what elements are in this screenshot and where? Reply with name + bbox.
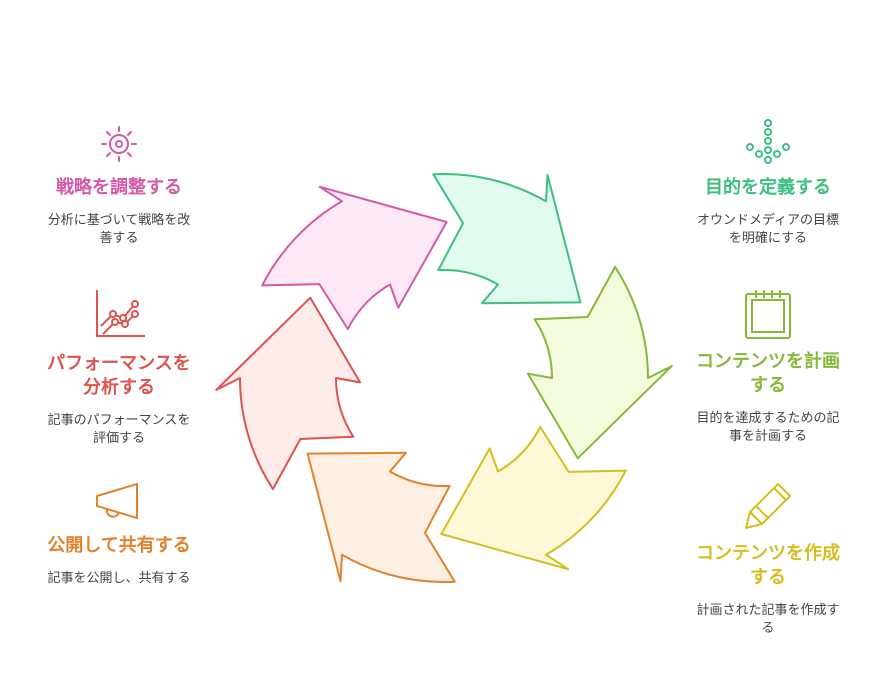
step-title: コンテンツを計画する: [696, 351, 840, 396]
step-adjust-strategy: 戦略を調整する 分析に基づいて戦略を改善する: [44, 118, 194, 248]
step-title: パフォーマンスを分析する: [47, 353, 191, 398]
step-description: オウンドメディアの目標を明確にする: [696, 213, 840, 246]
cycle-arrow-create: [440, 426, 627, 571]
step-description: 目的を達成するための記事を計画する: [696, 411, 840, 444]
step-description: 記事のパフォーマンスを評価する: [47, 413, 191, 446]
step-plan-content: コンテンツを計画する 目的を達成するための記事を計画する: [693, 288, 843, 446]
step-title: コンテンツを作成する: [696, 543, 840, 588]
gear-icon: [101, 126, 137, 162]
step-title: 戦略を調整する: [56, 177, 182, 198]
cycle-arrow-publish: [306, 451, 456, 583]
cycle-arrow-adjust: [261, 185, 448, 330]
pencil-icon: [745, 483, 791, 529]
step-define-goals: 目的を定義する オウンドメディアの目標を明確にする: [693, 118, 843, 248]
step-description: 分析に基づいて戦略を改善する: [47, 213, 191, 246]
step-publish-share: 公開して共有する 記事を公開し、共有する: [44, 480, 194, 588]
dot-tree-icon: [746, 119, 790, 164]
step-analyze-performance: パフォーマンスを分析する 記事のパフォーマンスを評価する: [44, 288, 194, 448]
step-title: 公開して共有する: [47, 535, 191, 556]
step-description: 計画された記事を作成する: [696, 603, 840, 636]
cycle-arrow-analyze: [215, 296, 362, 491]
step-create-content: コンテンツを作成する 計画された記事を作成する: [693, 480, 843, 638]
step-title: 目的を定義する: [705, 177, 831, 198]
step-description: 記事を公開し、共有する: [47, 571, 191, 586]
line-chart-icon: [96, 290, 145, 337]
clipboard-icon: [745, 290, 791, 339]
megaphone-icon: [96, 483, 138, 519]
cycle-arrow-goals: [432, 173, 582, 305]
cycle-arrow-plan: [526, 265, 673, 460]
